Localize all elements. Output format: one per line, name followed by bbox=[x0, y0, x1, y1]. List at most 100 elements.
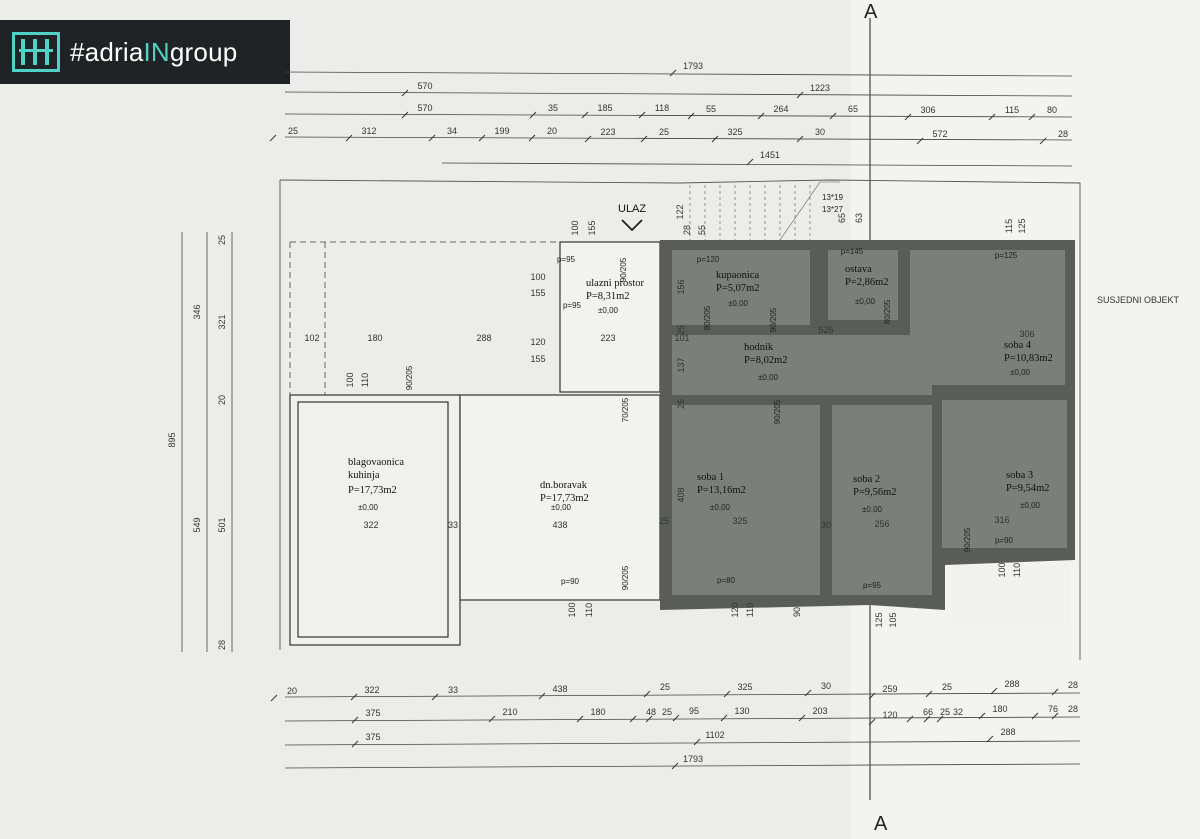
top-dimension-label: 20 bbox=[547, 126, 557, 136]
bottom-dimension-label: 438 bbox=[552, 684, 567, 694]
room-area: P=10,83m2 bbox=[1004, 353, 1053, 364]
bottom-dimension-label: 325 bbox=[737, 682, 752, 692]
level-mark: ±0,00 bbox=[551, 503, 572, 512]
dimension-tick bbox=[351, 740, 359, 748]
bottom-dimension-label: 375 bbox=[365, 732, 380, 742]
interior-dimension-label: 316 bbox=[994, 515, 1009, 525]
dimension-tick bbox=[829, 112, 837, 120]
stair-hatch bbox=[689, 181, 840, 241]
left-wing-walls bbox=[289, 241, 661, 646]
interior-dimension-label: 30 bbox=[821, 520, 831, 530]
dimension-tick bbox=[687, 112, 695, 120]
dimension-tick bbox=[1031, 712, 1039, 720]
interior-dimension-label: 110 bbox=[745, 603, 755, 617]
dimension-tick bbox=[488, 715, 496, 723]
interior-dimension-label: 105 bbox=[888, 612, 898, 627]
interior-dimension-label: 100 bbox=[530, 272, 545, 282]
room-name: ostava bbox=[845, 264, 872, 275]
entrance-arrow-icon bbox=[621, 219, 643, 232]
neighbor-building-label: SUSJEDNI OBJEKT bbox=[1097, 295, 1180, 305]
top-dimension-label: 570 bbox=[417, 103, 432, 113]
interior-dimension-label: 55 bbox=[697, 225, 707, 235]
top-dimension-label: 570 bbox=[417, 81, 432, 91]
top-dimension-label: 118 bbox=[655, 103, 669, 113]
room-area: P=17,73m2 bbox=[348, 485, 397, 496]
interior-dimension-label: 155 bbox=[530, 288, 545, 298]
dimension-tick bbox=[757, 112, 765, 120]
dimension-tick bbox=[1028, 113, 1036, 121]
top-dimension-label: 306 bbox=[920, 105, 935, 115]
top-dimension-label: 1793 bbox=[683, 61, 703, 71]
top-dimension-label: 325 bbox=[727, 127, 742, 137]
dimension-tick bbox=[584, 135, 592, 143]
bottom-dimension-label: 30 bbox=[821, 681, 831, 691]
dimension-tick bbox=[401, 111, 409, 119]
opening-label: p=95 bbox=[863, 581, 882, 590]
interior-dimension-label: 110 bbox=[360, 373, 370, 387]
dimension-tick bbox=[986, 735, 994, 743]
dimension-tick bbox=[576, 715, 584, 723]
brand-text: #adriaINgroup bbox=[70, 36, 238, 67]
right-wing-block bbox=[660, 240, 1075, 625]
level-mark: ±0,00 bbox=[1020, 501, 1041, 510]
room-name: soba 3 bbox=[1006, 470, 1033, 481]
bottom-dimension-label: 25 bbox=[662, 707, 672, 717]
interior-dimension-label: 408 bbox=[676, 487, 686, 502]
interior-dimension-label: 25 bbox=[676, 325, 686, 335]
interior-dimension-label: 223 bbox=[600, 333, 615, 343]
level-mark: ±0,00 bbox=[728, 299, 749, 308]
interior-dimension-label: 100 bbox=[570, 220, 580, 235]
dimension-tick bbox=[746, 158, 754, 166]
left-dimension-label: 28 bbox=[217, 640, 227, 650]
interior-dimension-label: 65 bbox=[837, 213, 847, 223]
interior-dimension-label: 102 bbox=[304, 333, 319, 343]
entrance-label: ULAZ bbox=[618, 203, 646, 215]
bottom-dimension-label: 322 bbox=[364, 685, 379, 695]
interior-dimension-label: 28 bbox=[682, 225, 692, 235]
interior-dimension-label: 322 bbox=[363, 520, 378, 530]
opening-label: p=125 bbox=[995, 251, 1018, 260]
dimension-tick bbox=[528, 134, 536, 142]
room-labels: ulazni prostor P=8,31m2 kupaonica P=5,07… bbox=[348, 264, 1053, 504]
left-dimension-label: 346 bbox=[192, 304, 202, 319]
room-name: dn.boravak bbox=[540, 480, 588, 491]
bottom-dimension-label: 33 bbox=[448, 685, 458, 695]
interior-dimension-label: 125 bbox=[1017, 218, 1027, 233]
dimension-tick bbox=[988, 113, 996, 121]
opening-label: p=90 bbox=[561, 577, 580, 586]
dimension-tick bbox=[478, 134, 486, 142]
level-mark: ±0,00 bbox=[358, 503, 379, 512]
bottom-dimension-label: 32 bbox=[953, 707, 963, 717]
door-size-label: 80/205 bbox=[883, 299, 892, 324]
top-dimension-label: 1223 bbox=[810, 83, 830, 93]
dimension-tick bbox=[804, 689, 812, 697]
top-dimension-label: 55 bbox=[706, 104, 716, 114]
interior-dimension-label: 155 bbox=[587, 220, 597, 235]
bottom-dimension-label: 25 bbox=[940, 707, 950, 717]
interior-dimension-label: 256 bbox=[874, 519, 889, 529]
room-area: P=9,54m2 bbox=[1006, 483, 1050, 494]
room-name: hodnik bbox=[744, 342, 774, 353]
door-size-label: 90/205 bbox=[619, 257, 628, 282]
interior-dimension-label: 100 bbox=[345, 372, 355, 387]
bottom-dimension-label: 66 bbox=[923, 707, 933, 717]
interior-dimension-label: 63 bbox=[854, 213, 864, 223]
plot-outline bbox=[279, 179, 1081, 660]
dimension-tick bbox=[906, 715, 914, 723]
interior-dimension-label: 525 bbox=[818, 325, 833, 335]
top-dimension-label: 312 bbox=[361, 126, 376, 136]
opening-label: p=95 bbox=[563, 301, 582, 310]
top-dimension-lines bbox=[284, 71, 1073, 167]
dimension-tick bbox=[868, 718, 876, 726]
bottom-dimension-label: 180 bbox=[992, 704, 1007, 714]
interior-dimension-label: 100 bbox=[997, 562, 1007, 577]
opening-label: p=90 bbox=[995, 536, 1014, 545]
left-dimension-label: 20 bbox=[217, 395, 227, 405]
bottom-dimension-label: 28 bbox=[1068, 680, 1078, 690]
level-mark: ±0,00 bbox=[710, 503, 731, 512]
interior-dimension-label: 33 bbox=[448, 520, 458, 530]
dimension-tick bbox=[796, 91, 804, 99]
door-size-label: 80/205 bbox=[703, 305, 712, 330]
dimension-tick bbox=[693, 738, 701, 746]
